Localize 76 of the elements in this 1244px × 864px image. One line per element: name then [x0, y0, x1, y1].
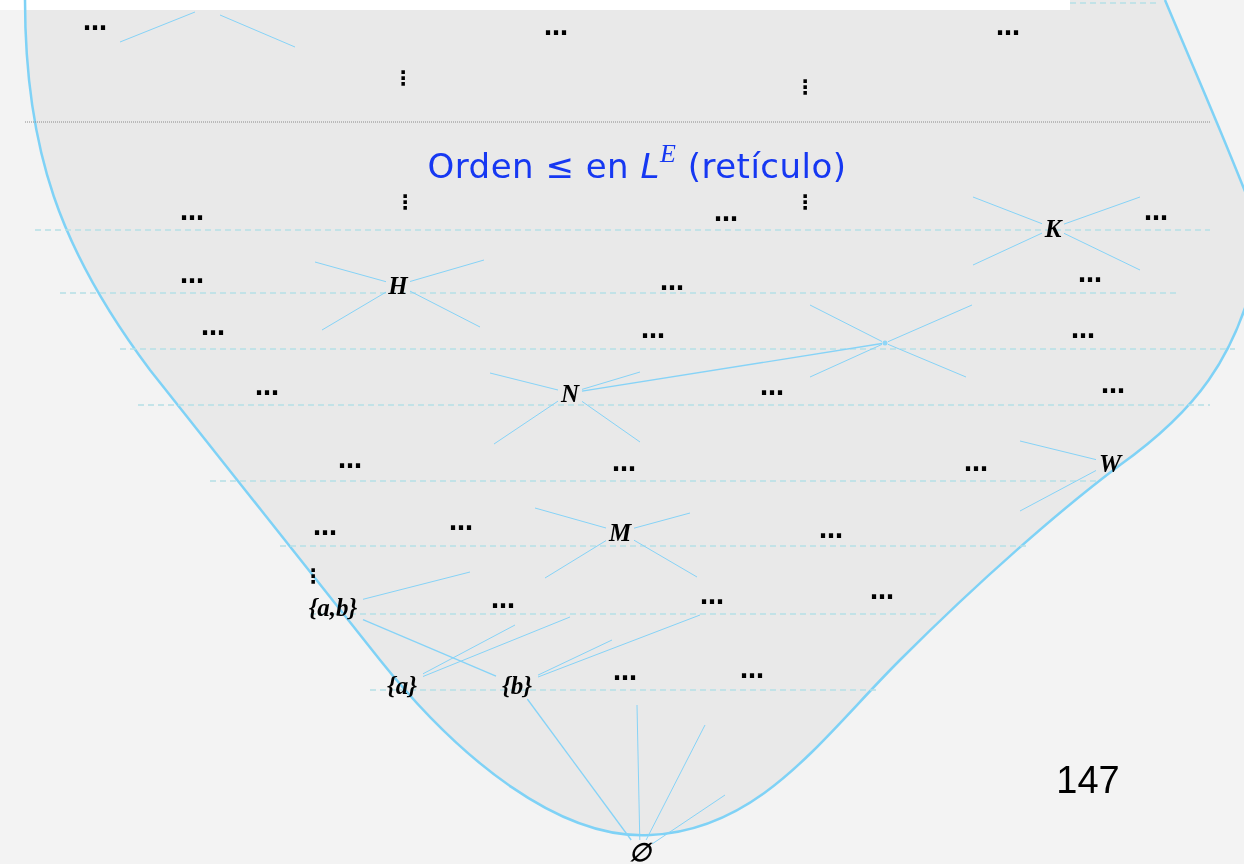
ellipsis: … — [491, 588, 515, 612]
lattice-line — [1019, 470, 1097, 512]
lattice-line — [633, 539, 698, 578]
lattice-element: {a} — [381, 671, 423, 699]
lattice-element: N — [558, 381, 582, 405]
lattice-element: K — [1042, 216, 1064, 240]
lattice-element: H — [386, 273, 410, 297]
diagram-title: Orden ≤ en L$^{E}$ (retículo) — [427, 138, 847, 186]
lattice-line — [534, 507, 607, 529]
ellipsis: … — [544, 15, 568, 39]
ellipsis: … — [819, 518, 843, 542]
lattice-line — [887, 343, 967, 378]
lattice-line — [1063, 196, 1141, 225]
ellipsis: … — [83, 10, 107, 34]
lattice-line — [1019, 440, 1097, 461]
lattice-line — [362, 619, 497, 677]
ellipsis: … — [870, 579, 894, 603]
vertical-ellipsis: ⋮ — [795, 77, 815, 97]
ellipsis: … — [964, 451, 988, 475]
ellipsis: … — [740, 658, 764, 682]
lattice-line — [651, 794, 726, 845]
lattice-line — [489, 372, 559, 391]
ellipsis: … — [612, 451, 636, 475]
lattice-element: {b} — [496, 671, 538, 699]
lattice-line — [636, 704, 641, 841]
lattice-line — [809, 343, 883, 378]
lattice-line — [581, 400, 641, 443]
junction-dot — [882, 340, 888, 346]
ellipsis: … — [180, 263, 204, 287]
lattice-line — [493, 400, 559, 445]
lattice-element: ∅ — [628, 840, 652, 864]
lattice-line — [409, 290, 481, 328]
lattice-line — [633, 512, 691, 529]
lattice-element: W — [1096, 451, 1124, 475]
lattice-line — [314, 261, 387, 283]
lattice-line — [581, 342, 883, 392]
lattice-line — [887, 304, 973, 343]
vertical-ellipsis: ⋮ — [795, 192, 815, 212]
lattice-element: {a,b} — [303, 593, 363, 621]
lattice-line — [1063, 232, 1141, 271]
vertical-ellipsis: ⋮ — [393, 68, 413, 88]
lattice-line — [537, 614, 701, 678]
ellipsis: … — [1071, 318, 1095, 342]
ellipsis: … — [313, 515, 337, 539]
lattice-line — [321, 291, 387, 331]
ellipsis: … — [180, 200, 204, 224]
ellipsis: … — [201, 315, 225, 339]
ellipsis: … — [660, 270, 684, 294]
ellipsis: … — [1144, 200, 1168, 224]
ellipsis: … — [1078, 262, 1102, 286]
ellipsis: … — [700, 584, 724, 608]
ellipsis: … — [996, 15, 1020, 39]
ellipsis: … — [760, 375, 784, 399]
ellipsis: … — [338, 448, 362, 472]
ellipsis: … — [1101, 373, 1125, 397]
lattice-line — [972, 196, 1043, 225]
lattice-line — [409, 259, 485, 282]
lattice-line — [581, 371, 641, 390]
lattice-line — [809, 304, 883, 342]
lattice-element: M — [606, 520, 634, 544]
lattice-line — [537, 639, 613, 676]
lattice-line — [544, 540, 607, 579]
vertical-ellipsis: ⋮ — [303, 566, 323, 586]
ellipsis: … — [255, 375, 279, 399]
lattice-line — [422, 616, 571, 677]
lattice-line — [972, 232, 1043, 266]
vertical-ellipsis: ⋮ — [395, 192, 415, 212]
lattice-line — [526, 698, 632, 841]
lattice-line — [422, 624, 516, 675]
lattice-line — [362, 571, 471, 600]
page-number: 147 — [1056, 761, 1120, 799]
lattice-line — [645, 724, 706, 841]
ellipsis: … — [714, 201, 738, 225]
ellipsis: … — [613, 660, 637, 684]
ellipsis: … — [449, 510, 473, 534]
ellipsis: … — [641, 318, 665, 342]
